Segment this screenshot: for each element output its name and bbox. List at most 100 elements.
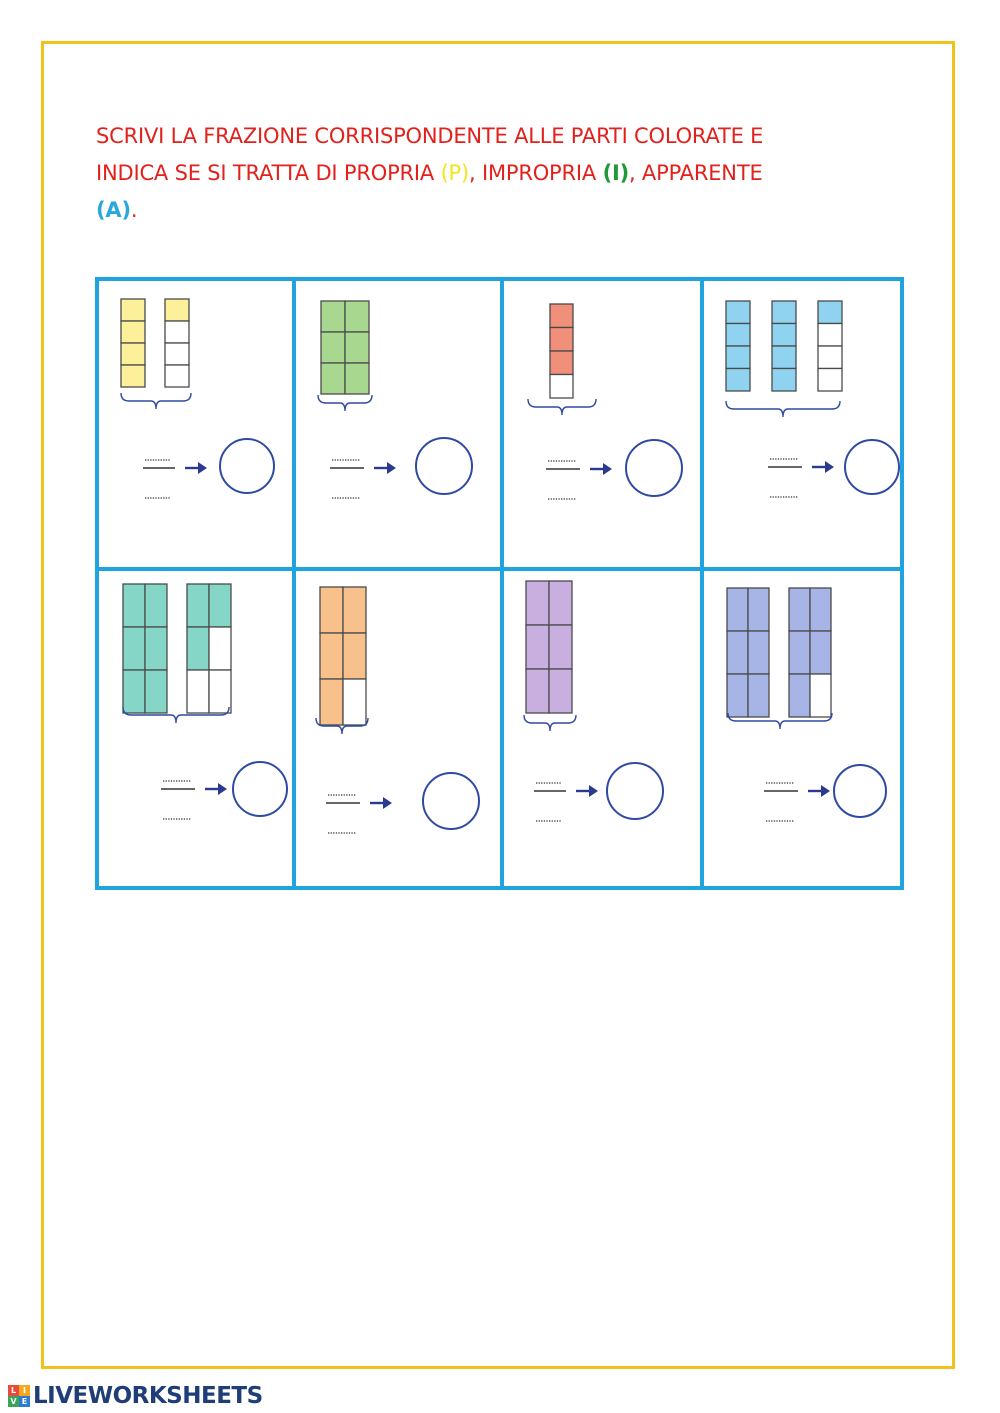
empty-part (164, 320, 190, 344)
colored-part (144, 583, 168, 628)
answer-circle (219, 438, 275, 494)
colored-part (771, 300, 797, 325)
colored-part (726, 630, 749, 675)
arrow-right-icon (589, 785, 598, 797)
colored-part (771, 367, 797, 392)
colored-part (726, 673, 749, 718)
exercise-figure-2 (317, 300, 473, 499)
exercise-cell-4 (704, 281, 900, 567)
colored-part (725, 345, 751, 370)
colored-part (120, 342, 146, 366)
exercise-grid (95, 277, 904, 890)
separator-1: , IMPROPRIA (469, 161, 603, 185)
instructions-text: SCRIVI LA FRAZIONE CORRISPONDENTE ALLE P… (96, 118, 916, 229)
colored-part (120, 364, 146, 388)
curly-brace (527, 398, 597, 416)
colored-part (747, 630, 770, 675)
colored-part (788, 673, 811, 718)
grid-divider-h (99, 567, 900, 571)
answer-circle (232, 761, 288, 817)
arrow-right-icon (198, 462, 207, 474)
empty-part (817, 367, 843, 392)
empty-part (817, 345, 843, 370)
colored-part (344, 331, 370, 364)
colored-part (809, 630, 832, 675)
logo-letter: E (19, 1396, 30, 1407)
exercise-figure-5 (122, 583, 288, 820)
empty-part (342, 678, 367, 726)
page-border (41, 41, 955, 1369)
curly-brace (315, 717, 369, 735)
colored-part (344, 300, 370, 333)
answer-circle (833, 764, 887, 818)
answer-circle (422, 772, 480, 830)
empty-part (164, 364, 190, 388)
colored-part (320, 362, 346, 395)
empty-part (809, 673, 832, 718)
instructions-line-2: INDICA SE SI TRATTA DI PROPRIA (P), IMPR… (96, 155, 916, 192)
exercise-cell-2 (296, 281, 500, 567)
colored-part (186, 583, 210, 628)
empty-part (208, 626, 232, 671)
instructions-line-2-start: INDICA SE SI TRATTA DI PROPRIA (96, 161, 441, 185)
colored-part (725, 322, 751, 347)
exercise-figure-4 (725, 300, 900, 498)
arrow-right-icon (387, 462, 396, 474)
curly-brace (523, 714, 577, 732)
logo-letter: I (19, 1385, 30, 1396)
colored-part (549, 326, 574, 352)
exercise-figure-8 (726, 587, 887, 822)
improper-label: (I) (602, 161, 630, 185)
exercise-cell-7 (504, 571, 700, 886)
colored-part (548, 624, 573, 670)
colored-part (725, 367, 751, 392)
colored-part (319, 632, 344, 680)
exercise-figure-1 (120, 298, 275, 499)
answer-circle (625, 439, 683, 497)
curly-brace (122, 706, 230, 724)
colored-part (319, 586, 344, 634)
colored-part (186, 626, 210, 671)
colored-part (342, 632, 367, 680)
instructions-line-3: (A). (96, 192, 916, 229)
colored-part (817, 300, 843, 325)
empty-part (549, 373, 574, 399)
arrow-right-icon (825, 461, 834, 473)
colored-part (747, 587, 770, 632)
empty-part (208, 669, 232, 714)
empty-part (817, 322, 843, 347)
logo-letter: L (8, 1385, 19, 1396)
curly-brace (120, 392, 192, 410)
colored-part (725, 300, 751, 325)
colored-part (525, 624, 550, 670)
colored-part (548, 580, 573, 626)
colored-part (122, 626, 146, 671)
empty-part (186, 669, 210, 714)
exercise-figure-6 (315, 586, 480, 834)
exercise-cell-5 (99, 571, 292, 886)
logo-text: LIVEWORKSHEETS (33, 1383, 263, 1409)
colored-part (549, 350, 574, 376)
liveworksheets-logo: L I V E LIVEWORKSHEETS (8, 1383, 263, 1409)
colored-part (320, 331, 346, 364)
colored-part (144, 626, 168, 671)
empty-part (164, 342, 190, 366)
exercise-figure-7 (523, 580, 664, 822)
answer-circle (415, 437, 473, 495)
curly-brace (727, 712, 833, 730)
instructions-line-1: SCRIVI LA FRAZIONE CORRISPONDENTE ALLE P… (96, 124, 764, 148)
arrow-right-icon (821, 785, 830, 797)
colored-part (525, 668, 550, 714)
proper-label: (P) (440, 161, 470, 185)
colored-part (788, 630, 811, 675)
colored-part (344, 362, 370, 395)
exercise-cell-8 (704, 571, 900, 886)
grid-divider-v1 (292, 281, 296, 886)
colored-part (320, 300, 346, 333)
answer-circle (606, 762, 664, 820)
logo-mark-icon: L I V E (8, 1385, 30, 1407)
colored-part (120, 298, 146, 322)
grid-divider-v2 (500, 281, 504, 886)
instructions-end: . (130, 198, 138, 222)
colored-part (342, 586, 367, 634)
